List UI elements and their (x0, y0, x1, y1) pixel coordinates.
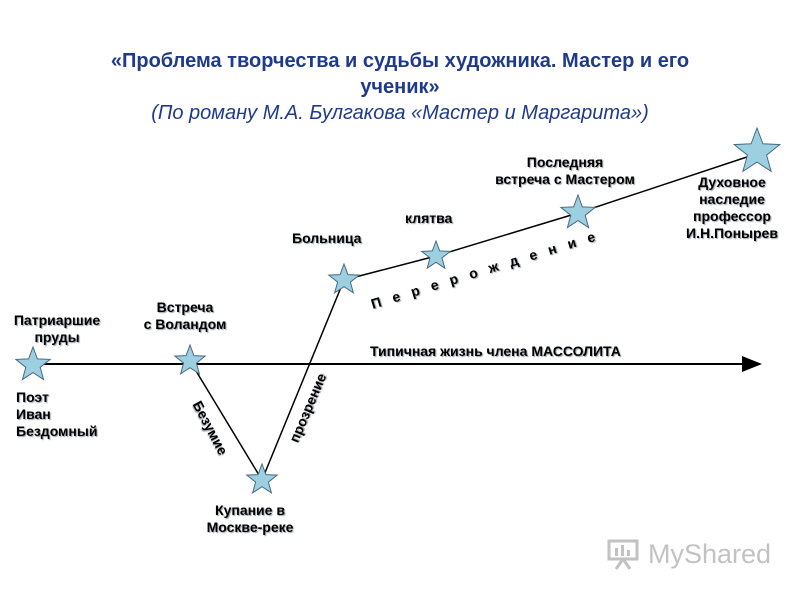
label-line: Иван (16, 406, 51, 422)
label-patriarchs-ponds: Патриаршие пруды (10, 312, 104, 346)
label-line: Москве-реке (206, 519, 294, 535)
label-hospital: Больница (292, 230, 362, 246)
label-line: Духовное (698, 174, 766, 190)
slide-subtitle: (По роману М.А. Булгакова «Мастер и Марг… (151, 102, 649, 124)
label-line: Встреча (156, 299, 214, 315)
star-last-meeting-icon (559, 193, 597, 229)
watermark: MyShared (606, 534, 776, 574)
presentation-board-icon (607, 539, 639, 570)
label-line: Купание в (215, 502, 285, 518)
label-poet-ivan: Поэт Иван Бездомный (16, 389, 97, 440)
label-line: встреча с Мастером (495, 171, 635, 187)
label-line: Последняя (526, 154, 604, 170)
watermark-text: MyShared (648, 538, 772, 569)
star-patriarchs-icon (14, 345, 52, 381)
label-spiritual-heritage: Духовное наследие профессор И.Н.Понырев (672, 174, 792, 242)
label-line: И.Н.Понырев (686, 225, 778, 241)
label-line: наследие (699, 191, 765, 207)
slide-title: «Проблема творчества и судьбы художника.… (60, 48, 740, 100)
star-meeting-woland-icon (173, 343, 207, 376)
label-line: пруды (34, 329, 80, 345)
title-line-2: ученик» (360, 76, 440, 98)
label-line: Поэт (16, 389, 49, 405)
label-meeting-woland: Встреча с Воландом (130, 299, 240, 333)
star-heritage-icon (732, 126, 782, 173)
star-hospital-icon (327, 262, 361, 295)
label-line: Патриаршие (13, 312, 101, 328)
star-bathing-icon (245, 462, 279, 495)
label-bathing-moskva: Купание в Москве-реке (192, 502, 308, 536)
star-oath-icon (420, 239, 452, 270)
label-massolit: Типичная жизнь члена МАССОЛИТА (370, 343, 621, 359)
label-line: профессор (693, 208, 771, 224)
label-last-meeting: Последняя встреча с Мастером (470, 154, 660, 188)
label-line: с Воландом (143, 316, 227, 332)
label-line: Бездомный (16, 423, 98, 439)
fate-path-line (189, 151, 763, 482)
title-line-1: «Проблема творчества и судьбы художника.… (110, 50, 690, 72)
label-oath: клятва (405, 210, 453, 226)
